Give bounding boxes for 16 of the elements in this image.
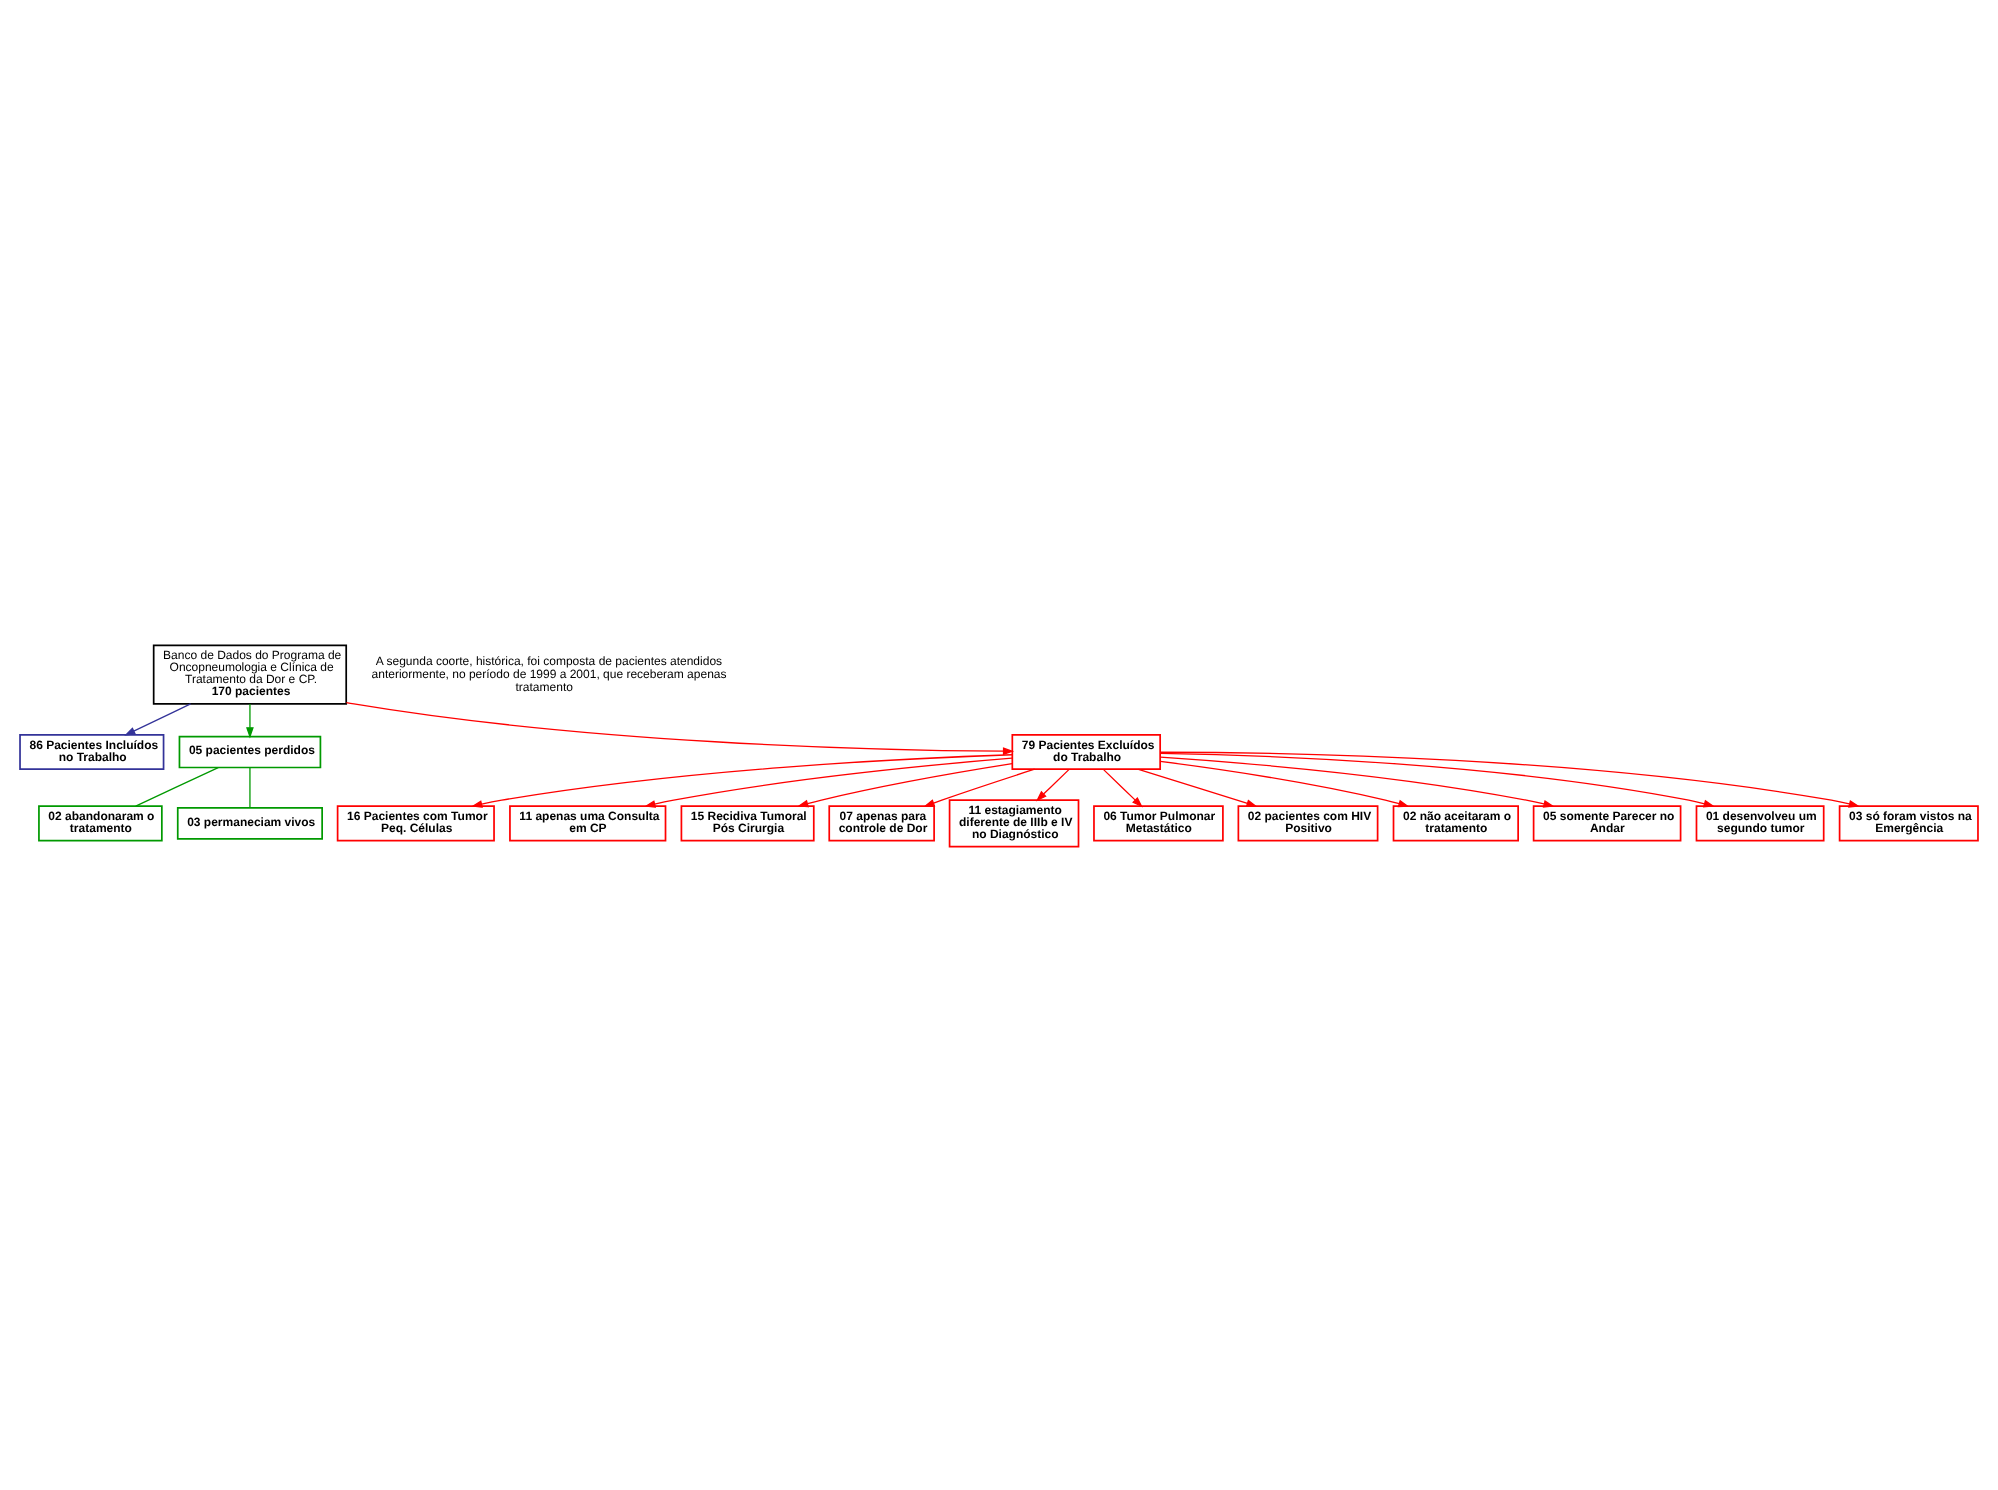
connector [249,766,251,808]
arrow [246,702,254,738]
arrow [1159,755,1555,807]
arrow [797,762,1013,807]
arrow [1159,751,1715,807]
arrow [345,700,1015,755]
arrow [471,753,1013,807]
connector [135,766,219,806]
arrow [923,767,1036,806]
arrow [1137,767,1258,807]
arrow [644,756,1013,807]
arrow [1159,759,1410,807]
arrow [1102,767,1143,807]
arrow [1159,750,1860,807]
arrow [124,702,192,735]
arrow [1035,767,1070,801]
